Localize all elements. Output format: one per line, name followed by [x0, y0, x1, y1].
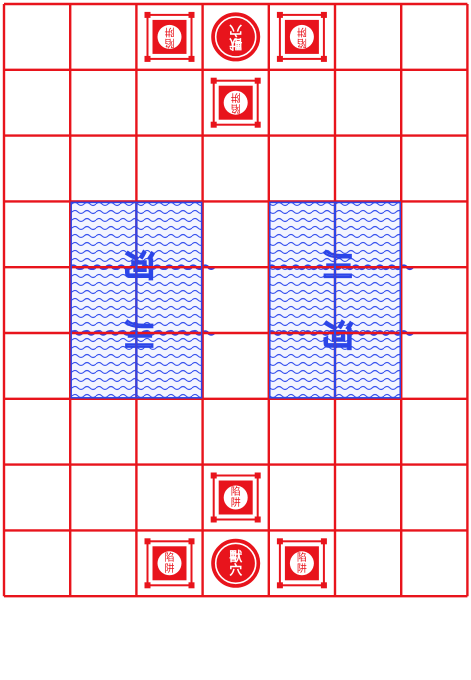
board-cell-r2-c3[interactable]: [202, 135, 269, 202]
left-river-glyph: 川: [120, 320, 155, 350]
board-cell-r2-c1[interactable]: [70, 135, 137, 202]
top-trap-center[interactable]: 陷阱: [210, 77, 261, 128]
board-cell-r6-c3[interactable]: [202, 398, 269, 465]
right-river-glyph: 河: [319, 320, 354, 350]
board-cell-r1-c1[interactable]: [70, 69, 137, 136]
den-icon: [210, 11, 262, 63]
trap-label: 陷阱: [165, 550, 175, 574]
trap-label: 陷阱: [297, 26, 307, 50]
bottom-trap-left[interactable]: 陷阱: [144, 538, 195, 589]
top-trap-left[interactable]: 陷阱: [144, 11, 195, 62]
board-cell-r4-c0[interactable]: [4, 267, 71, 333]
board-cell-r8-c5[interactable]: [335, 530, 402, 597]
board-cell-r4-c3[interactable]: [202, 267, 269, 333]
board-cell-r1-c5[interactable]: [335, 69, 402, 136]
board-cell-r2-c4[interactable]: [268, 135, 335, 202]
board-cell-r3-c3[interactable]: [202, 201, 269, 268]
board-cell-r1-c2[interactable]: [136, 69, 203, 136]
board-cell-r7-c6[interactable]: [401, 464, 468, 531]
right-river-glyph: 川: [319, 250, 354, 280]
board-cell-r6-c0[interactable]: [4, 398, 71, 465]
trap-label: 陷阱: [297, 550, 307, 574]
top-den[interactable]: 獸穴: [210, 11, 262, 63]
board-cell-r2-c0[interactable]: [4, 135, 71, 202]
board-cell-r0-c5[interactable]: [335, 4, 402, 70]
trap-label: 陷阱: [165, 26, 175, 50]
board-cell-r3-c0[interactable]: [4, 201, 71, 268]
board-cell-r7-c0[interactable]: [4, 464, 71, 531]
den-icon: [210, 537, 262, 589]
right-river: 川河: [267, 200, 414, 400]
board-cell-r0-c6[interactable]: [401, 4, 468, 70]
board-cell-r5-c3[interactable]: [202, 333, 269, 399]
board-cell-r6-c1[interactable]: [70, 398, 137, 465]
bottom-den[interactable]: 獸穴: [210, 537, 262, 589]
board-cell-r5-c6[interactable]: [401, 333, 468, 399]
board-cell-r2-c5[interactable]: [335, 135, 402, 202]
bottom-trap-center[interactable]: 陷阱: [210, 472, 261, 523]
board-cell-r7-c1[interactable]: [70, 464, 137, 531]
den-label: 獸穴: [229, 548, 243, 578]
board-cell-r1-c4[interactable]: [268, 69, 335, 136]
board-cell-r0-c0[interactable]: [4, 4, 71, 70]
trap-label: 陷阱: [231, 92, 241, 116]
trap-label: 陷阱: [231, 485, 241, 509]
board-cell-r6-c5[interactable]: [335, 398, 402, 465]
board-cell-r1-c6[interactable]: [401, 69, 468, 136]
bottom-trap-right[interactable]: 陷阱: [276, 538, 327, 589]
board-cell-r2-c6[interactable]: [401, 135, 468, 202]
board-cell-r5-c0[interactable]: [4, 333, 71, 399]
board-cell-r7-c4[interactable]: [268, 464, 335, 531]
board-cell-r3-c6[interactable]: [401, 201, 468, 268]
board-cell-r6-c4[interactable]: [268, 398, 335, 465]
board-cell-r7-c2[interactable]: [136, 464, 203, 531]
board-cell-r8-c6[interactable]: [401, 530, 468, 597]
board-cell-r6-c2[interactable]: [136, 398, 203, 465]
den-label: 獸穴: [228, 22, 242, 52]
board-cell-r4-c6[interactable]: [401, 267, 468, 333]
board-cell-r8-c0[interactable]: [4, 530, 71, 597]
board-cell-r8-c1[interactable]: [70, 530, 137, 597]
board-cell-r1-c0[interactable]: [4, 69, 71, 136]
board-cell-r7-c5[interactable]: [335, 464, 402, 531]
top-trap-right[interactable]: 陷阱: [276, 11, 327, 62]
board-cell-r0-c1[interactable]: [70, 4, 137, 70]
left-river-glyph: 河: [120, 250, 155, 280]
board-cell-r2-c2[interactable]: [136, 135, 203, 202]
left-river: 河川: [69, 200, 216, 400]
board-cell-r6-c6[interactable]: [401, 398, 468, 465]
